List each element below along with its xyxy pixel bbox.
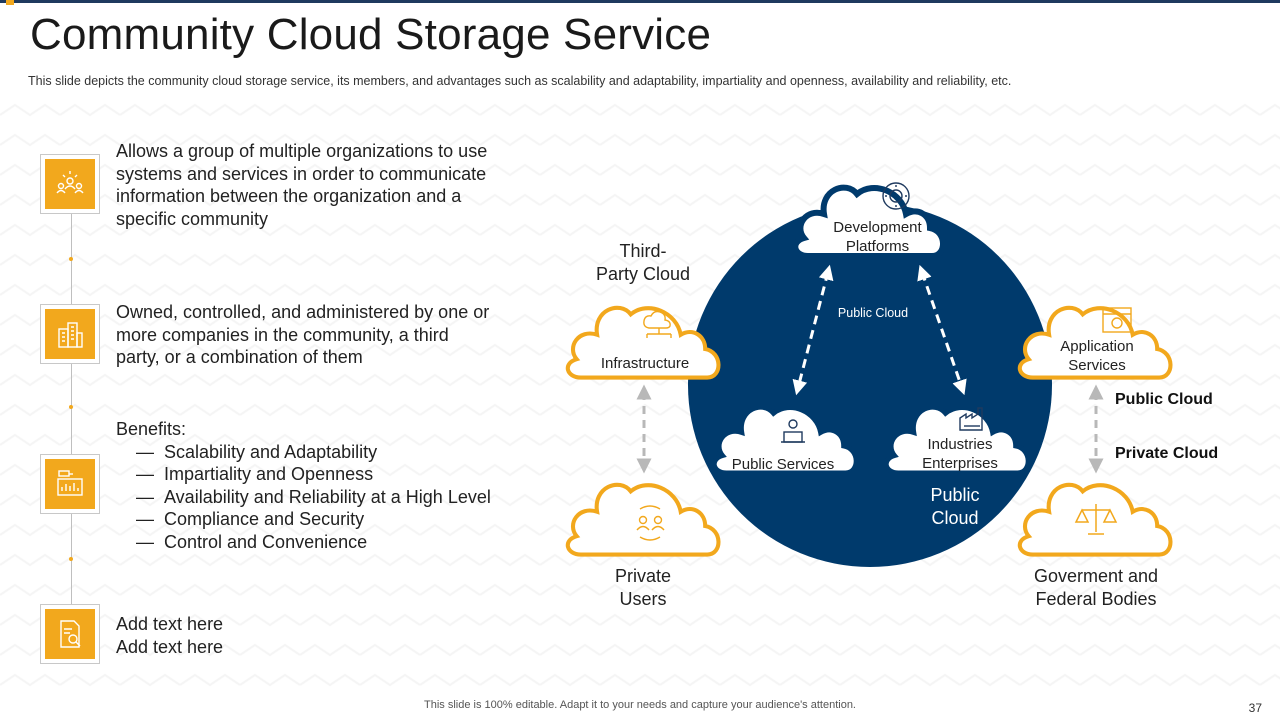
buildings-icon xyxy=(58,322,83,348)
cloud-private-users xyxy=(568,485,719,555)
industries-enterprises-label: Industries Enterprises xyxy=(922,436,998,472)
presentation-chart-icon xyxy=(57,470,83,496)
benefit-item: —Impartiality and Openness xyxy=(136,464,374,484)
description-block-1: Allows a group of multiple organizations… xyxy=(116,141,488,229)
public-cloud-label: Public Cloud xyxy=(930,485,980,528)
document-search-icon xyxy=(60,620,81,648)
benefits-block: Benefits: —Scalability and Adaptability … xyxy=(116,418,491,553)
benefit-item: —Availability and Reliability at a High … xyxy=(136,486,491,507)
benefit-item: —Control and Convenience xyxy=(136,531,368,552)
description-block-2: Owned, controlled, and administered by o… xyxy=(116,302,490,367)
application-services-label: Application Services xyxy=(1060,338,1134,374)
timeline-dot xyxy=(69,405,73,409)
user-exchange-icon xyxy=(636,505,665,541)
icon-box-benefits xyxy=(40,454,100,514)
side-public-cloud-label: Public Cloud xyxy=(1115,391,1213,408)
third-party-cloud-label: Third- Party Cloud xyxy=(595,241,691,284)
factory-icon xyxy=(959,407,983,431)
icon-box-placeholder xyxy=(40,604,100,664)
arrow-dev-to-public-services xyxy=(792,264,834,396)
development-platforms-label: Development Platforms xyxy=(833,219,922,255)
slide-footer: This slide is 100% editable. Adapt it to… xyxy=(424,699,856,711)
infrastructure-label: Infrastructure xyxy=(600,355,690,372)
government-label: Goverment and Federal Bodies xyxy=(1033,566,1159,609)
benefit-item: —Scalability and Adaptability xyxy=(136,441,378,462)
page-number: 37 xyxy=(1248,701,1262,715)
slide-subtitle: This slide depicts the community cloud s… xyxy=(28,74,1012,88)
arrow-dev-to-industries xyxy=(917,264,967,396)
slide-title: Community Cloud Storage Service xyxy=(30,10,712,59)
placeholder-text-block: Add text here Add text here xyxy=(116,614,224,657)
browser-gear-icon xyxy=(1102,307,1132,333)
scales-icon xyxy=(1074,504,1118,535)
icon-box-community xyxy=(40,154,100,214)
private-users-label: Private Users xyxy=(614,566,672,609)
timeline-dot xyxy=(69,257,73,261)
benefit-item: —Compliance and Security xyxy=(136,509,365,529)
cloud-government xyxy=(1020,485,1171,555)
people-network-icon xyxy=(56,171,84,194)
top-accent-line xyxy=(0,0,1280,3)
service-desk-icon xyxy=(781,419,805,443)
side-private-cloud-label: Private Cloud xyxy=(1115,445,1219,462)
top-accent-dot xyxy=(6,0,14,5)
timeline-connector xyxy=(71,364,72,454)
gear-cycle-icon xyxy=(882,182,910,210)
benefits-heading: Benefits: xyxy=(116,419,187,439)
public-services-label: Public Services xyxy=(731,456,835,473)
public-cloud-arrow-label: Public Cloud xyxy=(837,306,909,320)
timeline-dot xyxy=(69,557,73,561)
cloud-network-icon xyxy=(643,310,672,338)
icon-box-ownership xyxy=(40,304,100,364)
